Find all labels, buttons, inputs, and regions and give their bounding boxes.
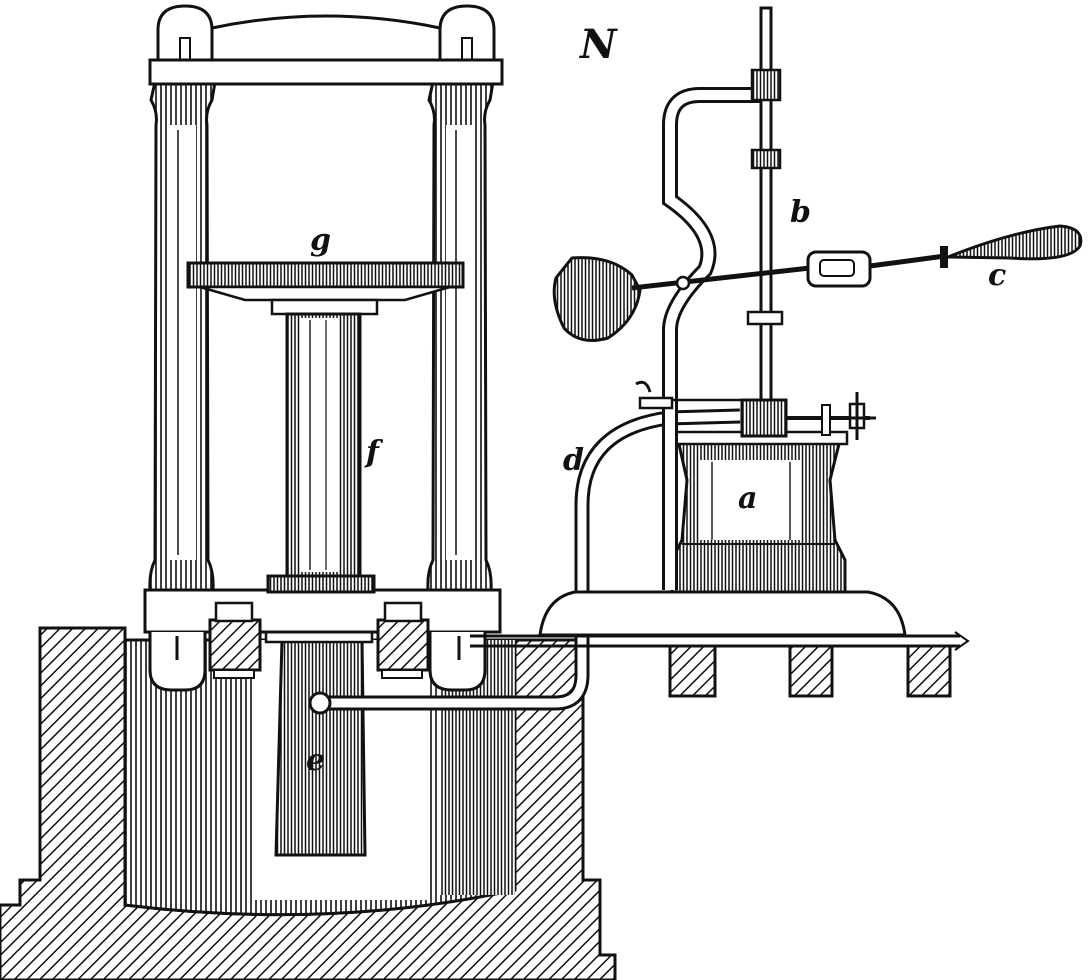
label-d: d bbox=[563, 443, 584, 478]
label-f: f bbox=[364, 435, 384, 470]
label-b: b bbox=[790, 195, 811, 230]
right-column bbox=[426, 80, 495, 592]
pump-frame bbox=[635, 87, 760, 590]
pump-bench bbox=[470, 590, 970, 698]
label-e: e bbox=[306, 743, 325, 778]
feed-pipe-d bbox=[308, 408, 741, 715]
moving-platen-g bbox=[186, 261, 465, 316]
plate-letter: N bbox=[578, 21, 618, 68]
label-a: a bbox=[738, 481, 757, 516]
left-column bbox=[148, 80, 217, 592]
label-g: g bbox=[310, 223, 331, 258]
plunger-rod-b bbox=[740, 6, 876, 440]
top-crosshead bbox=[148, 4, 504, 86]
piston-f bbox=[266, 312, 376, 594]
bottom-platen bbox=[143, 588, 502, 692]
pump-cylinder-a bbox=[670, 430, 849, 594]
lever-c bbox=[552, 224, 1083, 342]
label-c: c bbox=[988, 258, 1006, 293]
